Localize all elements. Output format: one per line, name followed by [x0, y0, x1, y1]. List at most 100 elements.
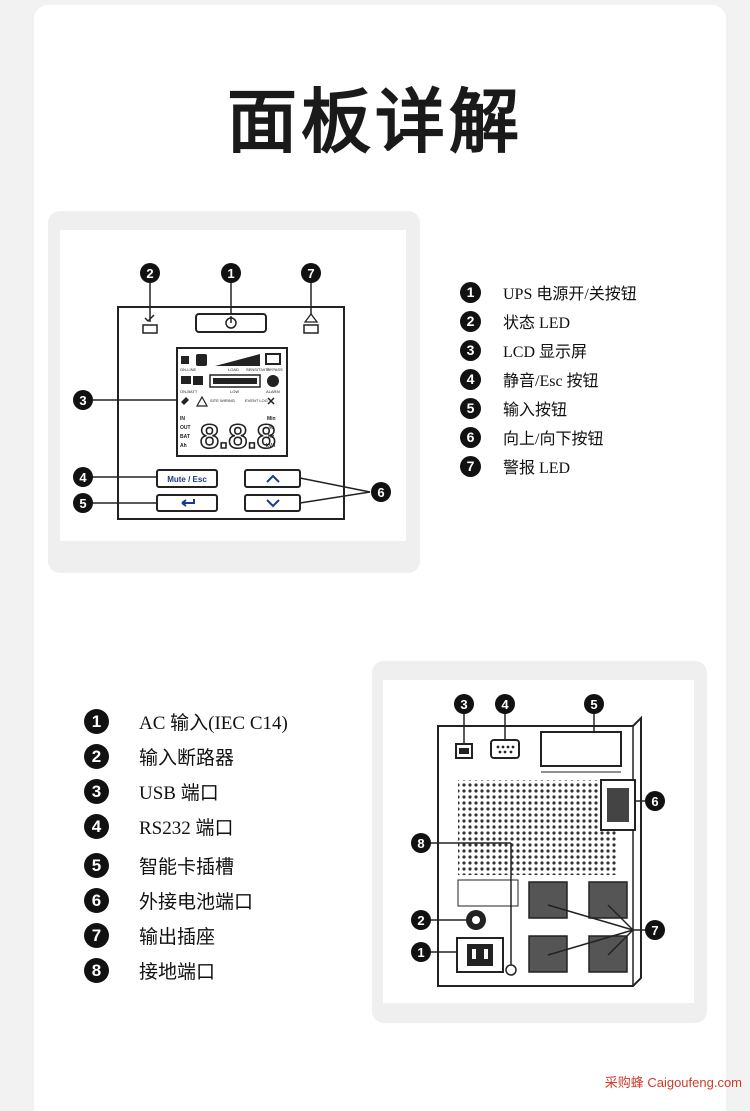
mute-icon — [181, 397, 189, 405]
svg-text:8: 8 — [417, 836, 424, 851]
rear-callout-2: 2 — [411, 910, 431, 930]
lcd-hz: Hz — [268, 434, 275, 440]
rear-legend-item: 8 接地端口 — [84, 957, 215, 984]
battery-bar — [209, 374, 261, 388]
rear-legend-text: RS232 端口 — [139, 818, 234, 839]
svg-text:6: 6 — [651, 794, 658, 809]
rear-legend-item: 7 输出插座 — [84, 922, 215, 949]
vent-grid — [458, 780, 618, 875]
alarm-led — [303, 324, 319, 334]
rear-legend-num: 7 — [84, 923, 109, 948]
svg-text:3: 3 — [79, 393, 86, 408]
up-button[interactable] — [244, 469, 301, 488]
svg-text:4: 4 — [79, 470, 87, 485]
rear-legend-num: 1 — [84, 709, 109, 734]
lcd-out: OUT — [180, 425, 191, 431]
front-legend-text: 输入按钮 — [503, 402, 568, 419]
rear-legend-num: 3 — [84, 779, 109, 804]
mute-esc-button[interactable] — [156, 469, 218, 488]
front-legend-num: 1 — [460, 281, 481, 303]
watermark: 采购蜂 Caigoufeng.com — [604, 1075, 742, 1090]
output-outlet — [528, 881, 568, 919]
front-callout-4: 4 — [73, 467, 93, 487]
front-legend-item: 5 输入按钮 — [460, 396, 567, 420]
status-led — [142, 324, 158, 334]
chevron-down-icon — [266, 499, 280, 508]
output-outlet — [528, 935, 568, 973]
rear-legend-text: 输入断路器 — [139, 748, 235, 769]
lcd-ah: Ah — [180, 443, 187, 449]
rear-legend-num: 2 — [84, 744, 109, 769]
page-title: 面板详解 — [227, 81, 523, 163]
load-bar-icon — [215, 354, 260, 366]
front-legend-num: 7 — [460, 455, 481, 477]
front-legend-item: 3 LCD 显示屏 — [460, 338, 587, 362]
alarm-x-icon — [267, 375, 279, 387]
bypass-icon — [265, 353, 281, 365]
battery-icon — [181, 376, 191, 384]
front-legend-text: UPS 电源开/关按钮 — [503, 286, 637, 303]
svg-text:6: 6 — [377, 485, 384, 500]
lcd-sensitivity: SENSITIVITY — [246, 367, 271, 372]
leaf-icon — [196, 354, 207, 366]
front-legend-num: 3 — [460, 339, 481, 361]
front-legend-num: 2 — [460, 310, 481, 332]
rear-panel-svg: 3 4 5 6 8 2 1 7 — [411, 694, 665, 987]
front-legend-text: LCD 显示屏 — [503, 344, 588, 361]
svg-text:1: 1 — [227, 266, 234, 281]
front-callout-6: 6 — [371, 482, 391, 502]
svg-text:2: 2 — [146, 266, 153, 281]
svg-text:5: 5 — [590, 697, 597, 712]
front-legend-item: 1 UPS 电源开/关按钮 — [460, 280, 637, 304]
enter-arrow-icon — [181, 499, 195, 507]
mute-esc-label: Mute / Esc — [167, 475, 207, 484]
rear-callout-5: 5 — [584, 694, 604, 714]
chevron-up-icon — [266, 474, 280, 483]
lcd-site-wiring: SITE WIRING — [210, 398, 235, 403]
rear-legend-text: 输出插座 — [139, 927, 216, 948]
rear-legend-text: 接地端口 — [139, 962, 216, 983]
status-check-icon — [144, 314, 155, 323]
lcd-in: IN — [180, 416, 185, 422]
front-callout-2: 2 — [140, 263, 160, 283]
output-outlet — [588, 881, 628, 919]
rear-callout-8: 8 — [411, 833, 431, 853]
front-legend-num: 4 — [460, 368, 481, 390]
front-callout-5: 5 — [73, 493, 93, 513]
front-callout-1: 1 — [221, 263, 241, 283]
lcd-on-batt: ON-BATT — [180, 389, 198, 394]
label-plate — [457, 879, 519, 907]
front-legend-num: 5 — [460, 397, 481, 419]
front-panel-svg: ON-LINE LOAD SENSITIVITY BYPASS ON-BATT … — [73, 263, 391, 520]
front-panel-diagram: ON-LINE LOAD SENSITIVITY BYPASS ON-BATT … — [60, 230, 406, 541]
svg-text:7: 7 — [651, 923, 658, 938]
front-callout-3: 3 — [73, 390, 93, 410]
down-button[interactable] — [244, 494, 301, 512]
lcd-bat: BAT — [180, 434, 190, 440]
tools-icon — [267, 397, 275, 405]
warning-icon — [195, 395, 209, 407]
rear-callout-6: 6 — [645, 791, 665, 811]
rs232-port — [490, 739, 520, 759]
rear-legend-text: 外接电池端口 — [139, 892, 254, 913]
front-legend-num: 6 — [460, 426, 481, 448]
svg-text:4: 4 — [501, 697, 509, 712]
svg-text:2: 2 — [417, 913, 424, 928]
rear-panel-diagram: 3 4 5 6 8 2 1 7 — [383, 680, 694, 1003]
svg-text:3: 3 — [460, 697, 467, 712]
rear-legend-num: 8 — [84, 958, 109, 983]
rear-callout-7: 7 — [645, 920, 665, 940]
rear-legend-text: 智能卡插槽 — [139, 857, 235, 878]
lcd-alarm: ALARM — [266, 389, 280, 394]
lcd-min: Min — [267, 416, 276, 422]
svg-text:1: 1 — [417, 945, 424, 960]
smart-card-slot — [540, 731, 622, 767]
svg-text:7: 7 — [307, 266, 314, 281]
